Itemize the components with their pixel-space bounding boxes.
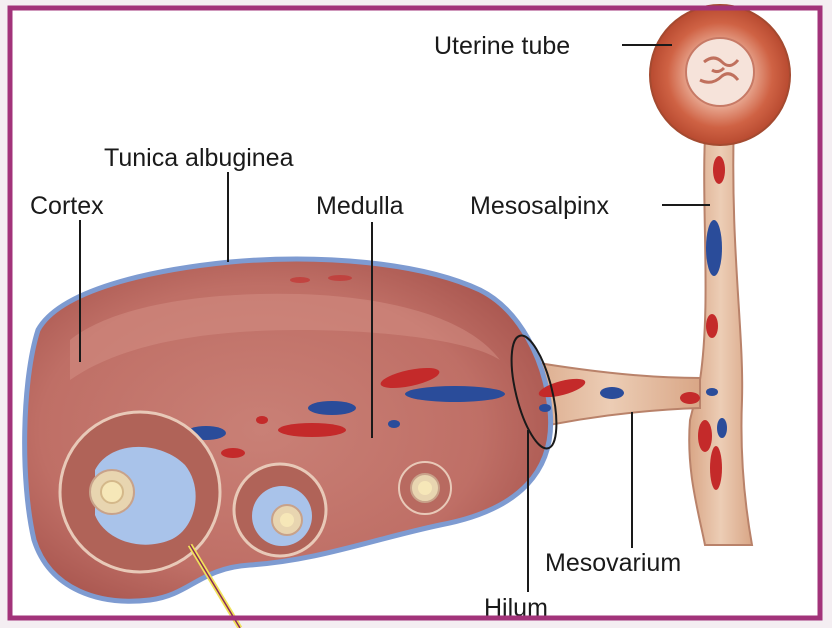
label-tunica-albuginea: Tunica albuginea	[104, 144, 294, 172]
secondary-follicle	[234, 464, 326, 556]
uterine-tube-shape	[650, 5, 790, 145]
label-uterine-tube: Uterine tube	[434, 32, 570, 60]
label-mesovarium: Mesovarium	[545, 549, 681, 577]
primary-follicle	[399, 462, 451, 514]
label-medulla: Medulla	[316, 192, 404, 220]
mature-follicle	[60, 412, 220, 572]
label-mesosalpinx: Mesosalpinx	[470, 192, 609, 220]
label-cortex: Cortex	[30, 192, 104, 220]
